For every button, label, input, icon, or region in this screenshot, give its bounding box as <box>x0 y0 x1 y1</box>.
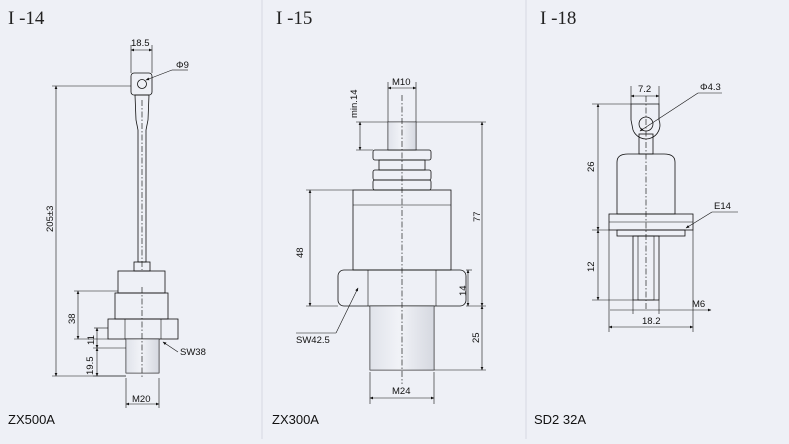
dimension-label: 25 <box>471 332 482 343</box>
dimension-label: 18.5 <box>131 38 150 49</box>
dimension-label: 7.2 <box>638 84 651 95</box>
panel-i18: I -18 SD2 32A 7.2 Φ4.3 <box>534 8 738 427</box>
dimension-label: 77 <box>472 211 483 222</box>
dimension-label: Φ9 <box>176 60 189 71</box>
panel-i15: I -15 ZX300A M10 <box>272 8 486 427</box>
dimension-label: 18.2 <box>642 316 661 327</box>
model-label: ZX500A <box>8 412 55 427</box>
panel-title: I -14 <box>8 8 45 29</box>
dimension-label: 11 <box>86 335 97 345</box>
panel-i14: I -14 ZX500A 18.5 <box>8 8 206 427</box>
dimension-label: 12 <box>586 261 597 272</box>
dimension-label: E14 <box>714 201 731 212</box>
dimension-label: Φ4.3 <box>700 82 721 93</box>
part-zx300a <box>337 95 467 384</box>
panel-title: I -18 <box>540 8 576 29</box>
part-sd2-32a <box>608 96 694 310</box>
dimension-label: 48 <box>295 247 306 258</box>
model-label: ZX300A <box>272 412 319 427</box>
model-label: SD2 32A <box>534 412 586 427</box>
panel-title: I -15 <box>276 8 312 29</box>
dimension-label: SW38 <box>180 347 206 358</box>
dimension-label: M20 <box>132 394 150 405</box>
dimension-label: M6 <box>692 299 705 310</box>
dimension-label: 26 <box>586 161 597 172</box>
dimension-label: 19.5 <box>85 357 96 376</box>
dimension-label: M10 <box>392 77 410 88</box>
dimension-label: SW42.5 <box>296 335 330 346</box>
dimension-label: min.14 <box>349 89 360 118</box>
part-zx500a <box>107 72 179 378</box>
dimension-label: 38 <box>67 313 78 324</box>
dimension-label: 205±3 <box>45 206 56 232</box>
dimension-label: M24 <box>392 386 410 397</box>
dimension-label: 14 <box>458 285 469 296</box>
